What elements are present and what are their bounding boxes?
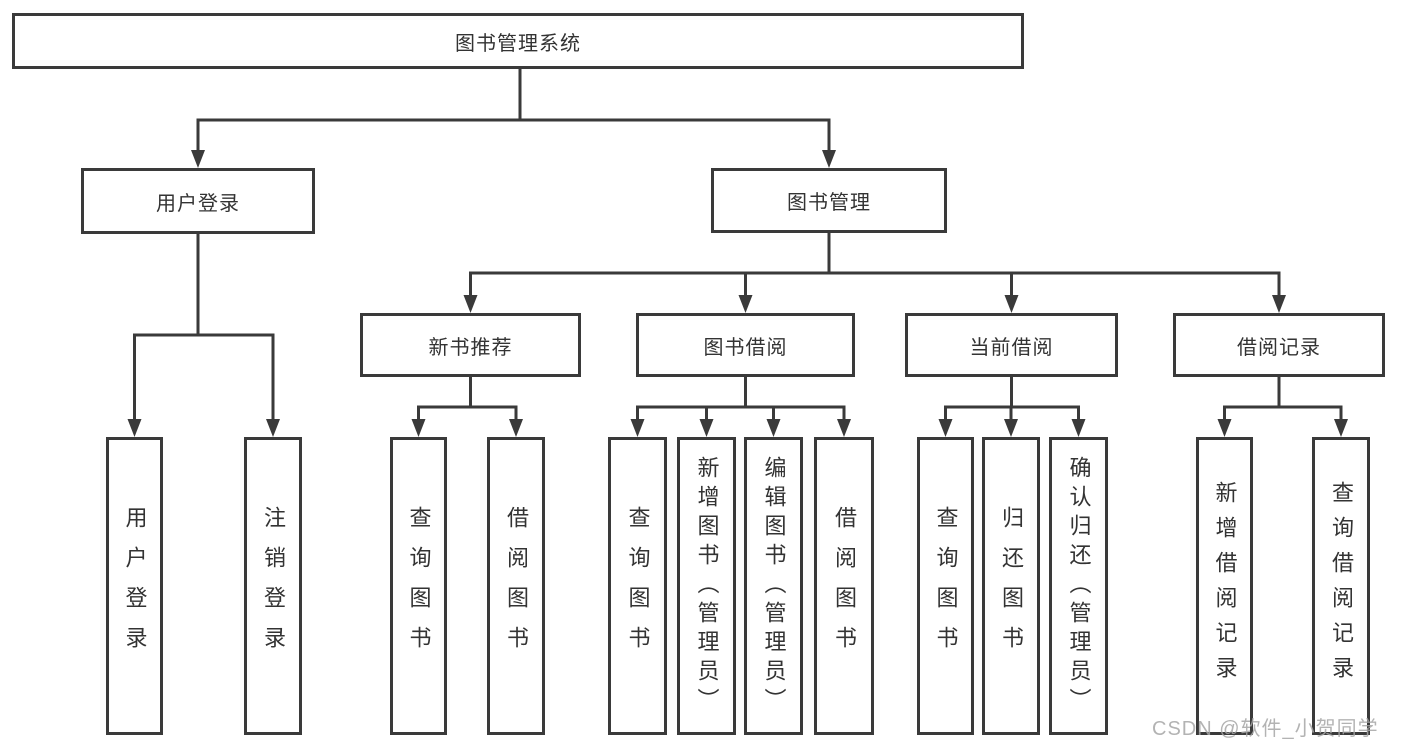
node-book-borrow-label: 图书借阅 [703, 336, 788, 359]
leaf-nb-query-books-label: 查询图书 [406, 506, 432, 666]
leaf-bb-edit-books-admin: 编辑图书（管理员） [744, 437, 803, 735]
node-user-login: 用户登录 [81, 168, 315, 234]
leaf-cb-return-books-label: 归还图书 [999, 506, 1024, 666]
leaf-cb-query-books-label: 查询图书 [933, 506, 959, 666]
node-root-label: 图书管理系统 [455, 32, 581, 55]
leaf-cb-confirm-return-admin-label: 确认归还（管理员） [1066, 455, 1092, 717]
leaf-user-login-label: 用户登录 [122, 506, 148, 666]
leaf-br-add-record-label: 新增借阅记录 [1212, 481, 1238, 691]
node-user-login-label: 用户登录 [156, 192, 240, 215]
leaf-bb-borrow-books-label: 借阅图书 [832, 506, 857, 666]
leaf-logout: 注销登录 [244, 437, 302, 735]
leaf-bb-borrow-books: 借阅图书 [814, 437, 874, 735]
node-new-book-recommend-label: 新书推荐 [428, 336, 513, 359]
leaf-cb-query-books: 查询图书 [917, 437, 974, 735]
leaf-nb-borrow-books-label: 借阅图书 [504, 506, 529, 666]
csdn-watermark: CSDN @软件_小贺同学 [1152, 718, 1379, 740]
leaf-user-login: 用户登录 [106, 437, 163, 735]
leaf-cb-return-books: 归还图书 [982, 437, 1040, 735]
node-new-book-recommend: 新书推荐 [360, 313, 581, 377]
leaf-cb-confirm-return-admin: 确认归还（管理员） [1049, 437, 1108, 735]
node-current-borrow-label: 当前借阅 [969, 336, 1054, 359]
leaf-bb-edit-books-admin-label: 编辑图书（管理员） [761, 455, 787, 717]
leaf-br-query-record: 查询借阅记录 [1312, 437, 1370, 735]
node-borrow-records: 借阅记录 [1173, 313, 1385, 377]
node-book-management: 图书管理 [711, 168, 947, 233]
node-book-borrow: 图书借阅 [636, 313, 855, 377]
node-root-system: 图书管理系统 [12, 13, 1024, 69]
node-current-borrow: 当前借阅 [905, 313, 1118, 377]
node-book-management-label: 图书管理 [787, 192, 871, 214]
leaf-bb-add-books-admin: 新增图书（管理员） [677, 437, 736, 735]
connector-lines [133, 69, 1343, 421]
leaf-logout-label: 注销登录 [261, 506, 286, 666]
leaf-br-query-record-label: 查询借阅记录 [1329, 481, 1354, 691]
leaf-nb-query-books: 查询图书 [390, 437, 447, 735]
node-borrow-records-label: 借阅记录 [1237, 336, 1321, 359]
leaf-br-add-record: 新增借阅记录 [1196, 437, 1253, 735]
leaf-bb-add-books-admin-label: 新增图书（管理员） [694, 455, 720, 717]
leaf-bb-query-books-label: 查询图书 [625, 506, 651, 666]
leaf-nb-borrow-books: 借阅图书 [487, 437, 545, 735]
leaf-bb-query-books: 查询图书 [608, 437, 667, 735]
